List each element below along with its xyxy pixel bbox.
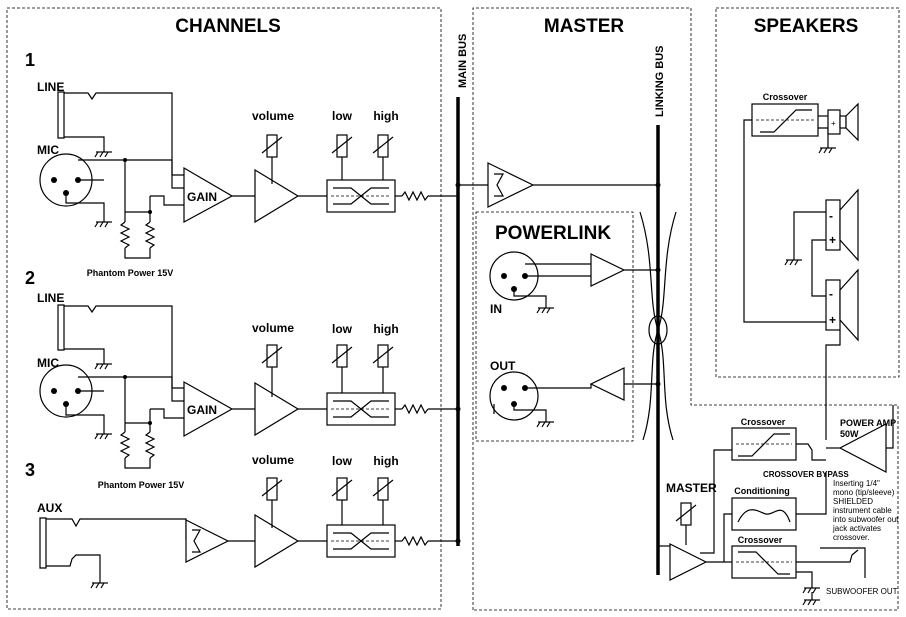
power-amp-label-1: POWER AMP [840,418,896,428]
channels-heading: CHANNELS [175,16,281,37]
channel-3-number: 3 [25,460,35,480]
channel-3-input-amp [185,519,230,563]
channel-1-gain-amp [183,166,234,224]
channel-1-phantom-label: Phantom Power 15V [87,268,174,278]
subwoofer-out-label: SUBWOOFER OUT [826,587,898,596]
powerlink-out-label: OUT [490,359,516,373]
channel-1-volume-amp [254,168,300,224]
powerlink-in-label: IN [490,302,502,316]
svg-text:instrument cable: instrument cable [833,506,892,515]
svg-text:crossover.: crossover. [833,533,869,542]
speakers-section: Crossover + - + - + [743,92,859,440]
channel-1-line-jack [57,91,65,139]
master-amp [669,543,708,581]
power-amp-label-2: 50W [840,429,859,439]
channel-3-volume-label: volume [252,453,294,467]
channel-1-mic-label: MIC [37,143,59,157]
channel-2-low-label: low [332,322,353,336]
master-crossover-top-label: Crossover [741,417,786,427]
channel-2-mic-label: MIC [37,356,59,370]
channel-3-high-label: high [373,454,398,468]
channel-1-gain-label: GAIN [187,190,217,204]
speakers-heading: SPEAKERS [754,16,859,37]
subwoofer-note: Inserting 1/4" mono (tip/sleeve) SHIELDE… [832,479,899,542]
master-output-section: MASTER Crossover CROSSOVER BYPASS POWER … [658,405,899,606]
master-frame [472,7,899,611]
tweeter-plus: + [831,119,836,128]
speaker-crossover-label: Crossover [763,92,808,102]
woofer-1-icon [839,188,859,262]
svg-text:jack activates: jack activates [832,524,881,533]
channel-2-high-label: high [373,322,398,336]
master-crossover-bottom-label: Crossover [738,535,783,545]
main-bus-label: MAIN BUS [457,34,469,88]
powerlink-heading: POWERLINK [495,223,611,244]
channel-3: 3 AUX volume low high [25,453,461,589]
channel-2-volume-amp [254,381,300,437]
svg-text:into subwoofer out: into subwoofer out [833,515,899,524]
channel-3-aux-label: AUX [37,501,62,515]
channel-2-phantom-label: Phantom Power 15V [98,480,185,490]
woofer-2-minus: - [829,287,833,301]
channel-1-high-label: high [373,109,398,123]
channel-1-low-label: low [332,109,353,123]
svg-text:Inserting 1/4": Inserting 1/4" [833,479,880,488]
speakers-frame [715,7,900,378]
powerlink-out: OUT [489,359,661,428]
channel-2-volume-label: volume [252,321,294,335]
channel-3-volume-amp [254,513,300,569]
channel-2-line-label: LINE [37,291,64,305]
channel-1: 1 LINE MIC Phantom Power 15V GAIN volume [25,50,461,278]
channel-2-gain-amp [183,380,234,438]
svg-text:SHIELDED: SHIELDED [833,497,873,506]
channel-1-number: 1 [25,50,35,70]
tweeter-icon [845,102,859,142]
linking-bus-label: LINKING BUS [654,46,666,118]
powerlink-frame [475,211,634,442]
master-label: MASTER [666,481,717,495]
channel-2: 2 LINE MIC Phantom Power 15V GAIN volume [25,268,461,490]
link-twist-right [642,211,677,441]
conditioning-label: Conditioning [734,486,789,496]
woofer-2-icon [839,268,859,342]
channel-1-line-label: LINE [37,80,64,94]
woofer-1-plus: + [829,233,836,247]
master-heading: MASTER [544,16,625,37]
master-summing-amp [458,162,661,208]
channel-2-gain-label: GAIN [187,403,217,417]
channels-frame [6,7,442,610]
channel-1-volume-label: volume [252,109,294,123]
woofer-2-plus: + [829,313,836,327]
woofer-1-minus: - [829,209,833,223]
crossover-bypass-label: CROSSOVER BYPASS [763,470,849,479]
powerlink-in: IN [489,251,661,316]
channel-3-aux-jack [39,517,47,569]
channel-3-low-label: low [332,454,353,468]
svg-text:mono (tip/sleeve): mono (tip/sleeve) [833,488,895,497]
channel-2-number: 2 [25,268,35,288]
channel-2-line-jack [57,304,65,351]
